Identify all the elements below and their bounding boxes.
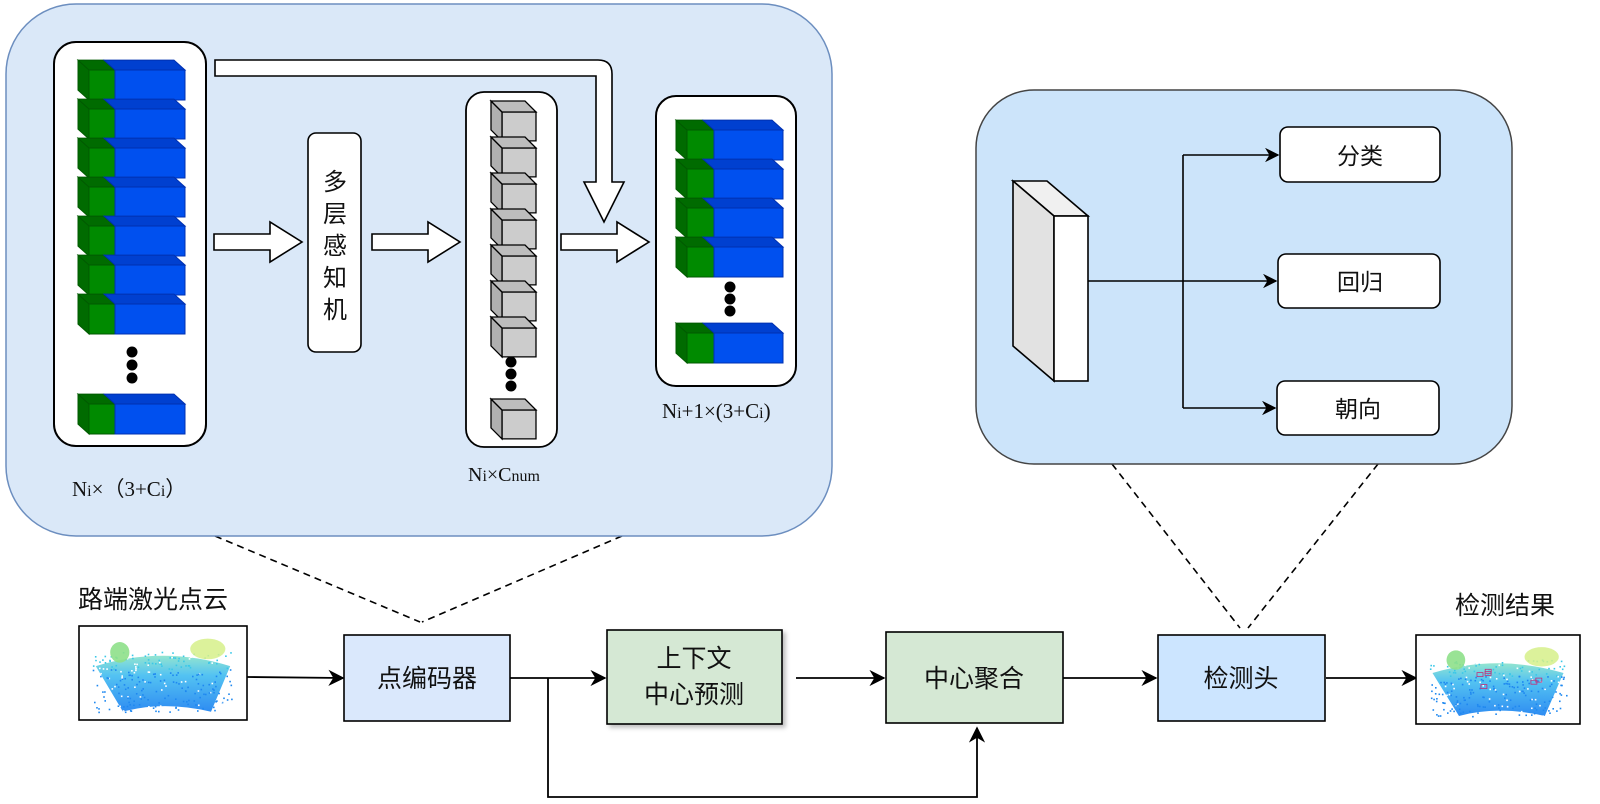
svg-text:朝向: 朝向 [1335,397,1381,423]
input-feature-row [76,253,187,297]
input-feature-row [76,136,187,180]
feature-cube [489,315,538,359]
feature-cube [489,135,538,179]
feature-cube [489,279,538,323]
detail-connectors [214,463,1379,629]
head-detail-connector-left [1111,463,1241,629]
svg-text:中心预测: 中心预测 [644,680,744,709]
svg-text:点编码器: 点编码器 [377,664,477,693]
arrow-input-to-encoder [246,669,345,686]
branch-orientation: 朝向 [1276,380,1440,436]
input-feature-row-last [76,392,187,436]
feature-cube [489,207,538,251]
svg-text:多层感知机: 多层感知机 [323,168,347,324]
encoder-detail-connector-right [421,535,623,623]
input-feature-row [76,175,187,219]
feature-cube [489,99,538,143]
svg-text:上下文: 上下文 [656,644,731,673]
encoder-detail-panel: 多层感知机 Ni×（3+Ci） Ni×Cnum Ni+1×(3+Ci) [5,3,833,537]
output-feature-row [674,196,785,240]
head-detail-connector-right [1247,463,1379,629]
pipeline-arrows [246,669,1418,798]
input-feature-row [76,292,187,336]
branch-classification: 分类 [1279,126,1441,183]
ellipsis-dot [724,281,736,293]
output-feature-row [674,118,785,162]
output-detection-result-image [1415,634,1581,725]
feature-cube [489,171,538,215]
output-feature-row-last [674,321,785,365]
feature-cube [489,397,538,441]
output-feature-rows [674,118,785,365]
context-center-prediction-node[interactable]: 上下文 中心预测 [606,629,783,725]
block-arrow-to-mlp-output [371,220,462,264]
input-feature-rows [76,58,187,436]
svg-text:分类: 分类 [1337,144,1383,170]
center-aggregation-node[interactable]: 中心聚合 [885,631,1064,724]
input-dimension-label: Ni×（3+Ci） [72,477,186,501]
detection-head-node[interactable]: 检测头 [1157,634,1326,722]
ellipsis-dot [126,359,138,371]
input-ellipsis-icon [126,346,138,384]
encoder-detail-connector-left [214,535,421,623]
skip-connection-arrow [214,59,626,224]
feature-cube [489,243,538,287]
mlp-output-dimension-label: Ni×Cnum [468,464,541,486]
output-title: 检测结果 [1455,591,1555,620]
point-cloud-scatter [92,638,233,714]
ellipsis-dot [505,380,517,392]
head-detail-background [975,89,1513,465]
output-feature-row [674,157,785,201]
block-arrow-to-mlp [213,220,304,264]
arrow-encoder-to-aggregation-skip [547,678,986,798]
mlp-output-cubes [489,99,538,441]
output-dimension-label: Ni+1×(3+Ci) [662,399,771,423]
input-feature-row [76,97,187,141]
feature-map-slab-icon [1010,179,1091,383]
ellipsis-dot [505,356,517,368]
head-detail-panel: 分类 回归 朝向 [975,89,1513,465]
branch-regression: 回归 [1277,253,1441,309]
ellipsis-dot [126,372,138,384]
branch-connectors [1088,147,1280,416]
ellipsis-dot [724,293,736,305]
mlp-block: 多层感知机 [307,132,362,353]
input-feature-row [76,214,187,258]
output-ellipsis-icon [724,281,736,317]
block-arrow-to-output [560,220,651,264]
svg-text:中心聚合: 中心聚合 [924,664,1024,693]
svg-text:回归: 回归 [1337,270,1383,296]
encoder-detail-background [5,3,833,537]
output-feature-row [674,235,785,279]
ellipsis-dot [505,368,517,380]
point-cloud-scatter [1429,647,1568,718]
ellipsis-dot [126,346,138,358]
point-encoder-node[interactable]: 点编码器 [343,634,511,722]
input-feature-row [76,58,187,102]
mlp-ellipsis-icon [505,356,517,392]
input-point-cloud-image [78,625,248,721]
input-title: 路端激光点云 [78,585,228,614]
svg-text:检测头: 检测头 [1203,664,1278,693]
ellipsis-dot [724,305,736,317]
